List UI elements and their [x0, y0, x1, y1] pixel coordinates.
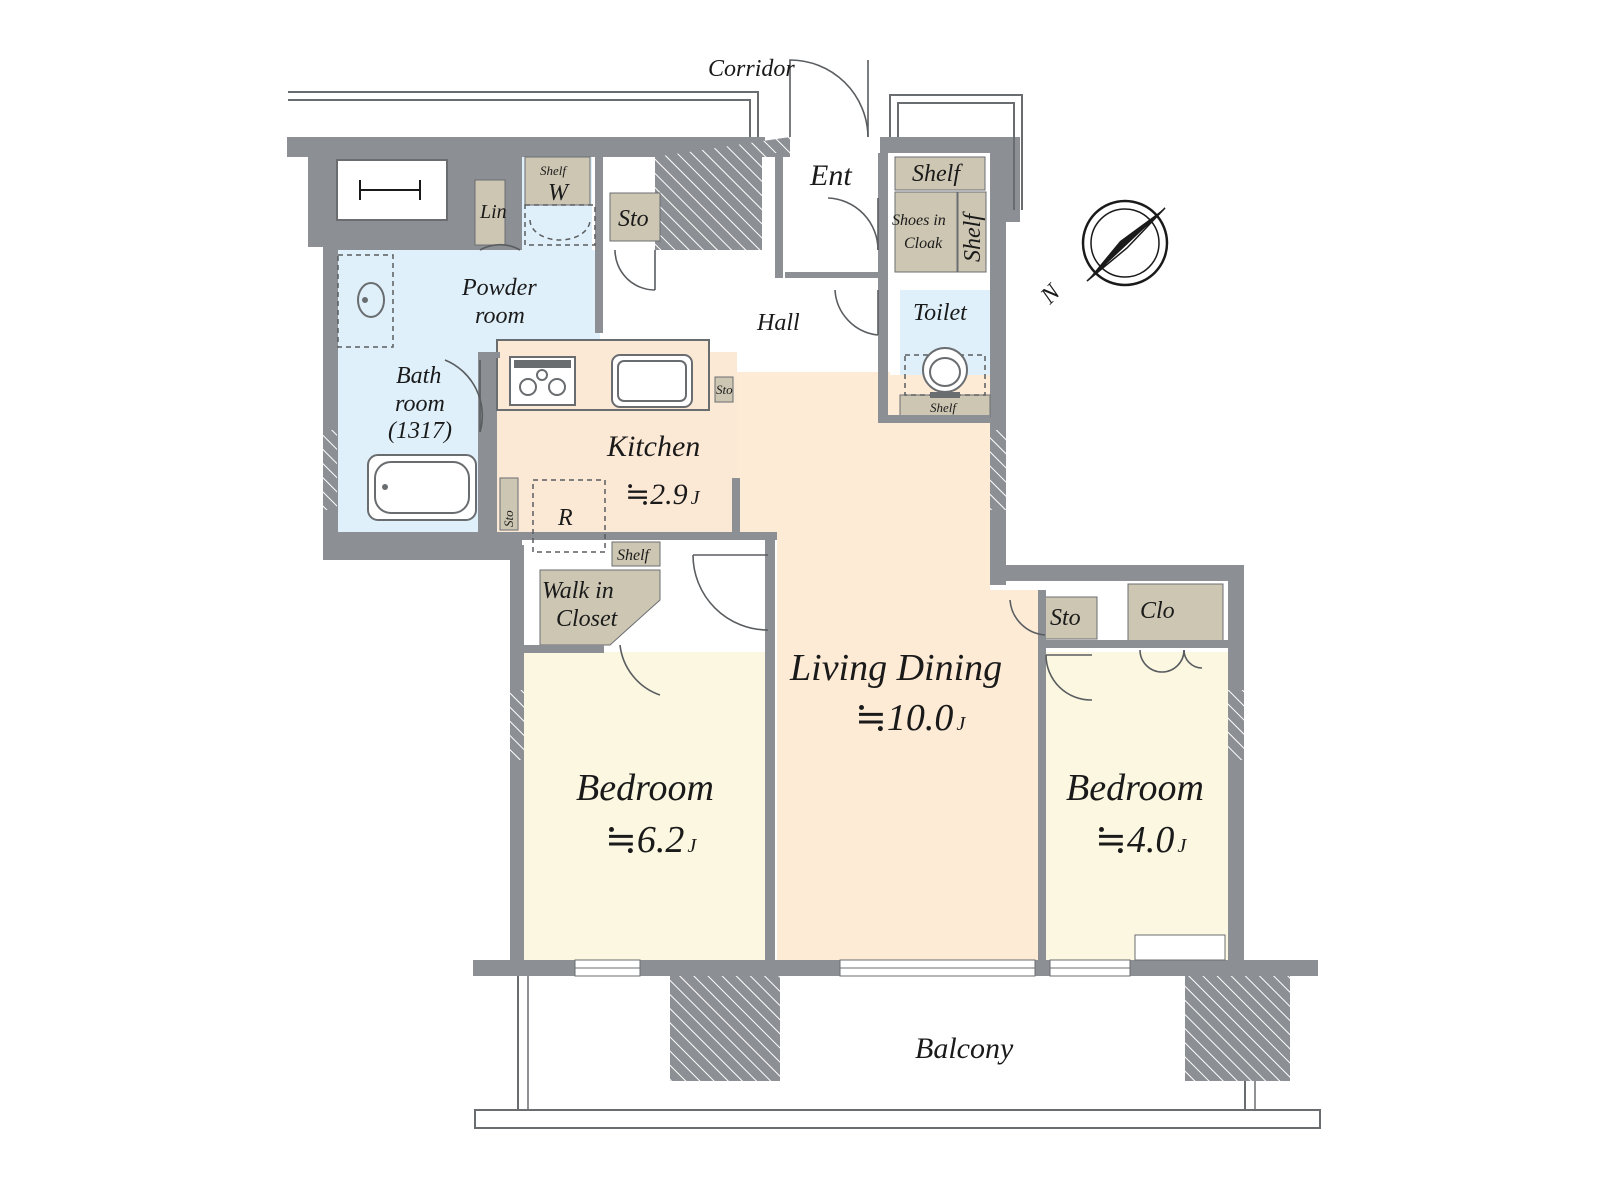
- inner-walls: [478, 153, 1228, 960]
- shelf-wic-storage: [611, 541, 661, 567]
- kitchen-name: Kitchen: [606, 430, 700, 463]
- sink-icon: [611, 354, 693, 408]
- bedroom1-floor: [524, 652, 774, 960]
- structural-columns: [323, 137, 1290, 1081]
- compass-icon: [1081, 199, 1169, 287]
- clo-label: Clo: [1140, 598, 1175, 624]
- lin-label: Lin: [479, 201, 507, 223]
- living-floor: [737, 372, 1040, 960]
- sto-top-label: Sto: [618, 206, 649, 232]
- bedroom2-area-value: ≒4.0: [1095, 819, 1174, 861]
- sto-kitchen-storage: [499, 477, 519, 531]
- toilet-label: Toilet: [913, 300, 968, 326]
- bath-label-2: room: [395, 391, 445, 417]
- window-rail-icon: [336, 159, 448, 221]
- shelf-w-storage: [524, 156, 591, 206]
- living-area-unit: J: [956, 713, 966, 735]
- powder-room-label-2: room: [475, 303, 525, 329]
- clo-storage: [1127, 583, 1224, 642]
- shelf-vertical-storage: [957, 191, 987, 273]
- washer-label: W: [548, 180, 570, 206]
- toilet-icon: [922, 347, 968, 398]
- north-label: N: [1035, 278, 1067, 310]
- bedroom2-area-unit: J: [1177, 835, 1187, 857]
- doors: [444, 59, 1203, 701]
- corridor-label: Corridor: [708, 56, 795, 82]
- powder-room-floor: [338, 250, 600, 352]
- shelf-ent-storage: [894, 156, 986, 191]
- bedroom1-name: Bedroom: [576, 767, 714, 809]
- shelf-wic-label: Shelf: [617, 547, 652, 564]
- sto-top-storage: [609, 192, 661, 242]
- washbasin-icon: [357, 282, 385, 318]
- sto-bed2-storage: [1044, 596, 1098, 640]
- fixture-outlines: [337, 204, 986, 553]
- lin-storage: [474, 179, 506, 246]
- bedroom1-area-unit: J: [687, 835, 697, 857]
- kitchen-area-value: ≒2.9: [625, 478, 688, 511]
- bath-label-1: Bath: [396, 363, 441, 389]
- shelf-toilet-label: Shelf: [930, 400, 958, 415]
- stove-icon: [509, 356, 576, 406]
- kitchen-area-unit: J: [691, 487, 701, 509]
- sto-kitchen-label: Sto: [501, 510, 516, 527]
- sto-small-label: Sto: [716, 382, 733, 397]
- shoes-cloak-label-2: Cloak: [904, 235, 943, 252]
- powder-room-label-1: Powder: [461, 275, 537, 301]
- washer-icon: [529, 219, 591, 241]
- corridor-railing: [288, 91, 1023, 210]
- shelf-ent-label: Shelf: [912, 161, 963, 187]
- bedroom2-name: Bedroom: [1066, 767, 1204, 809]
- bathtub-icon: [367, 454, 477, 521]
- hall-label: Hall: [756, 310, 800, 336]
- walk-in-label-1: Walk in: [542, 578, 614, 604]
- shoes-cloak-storage: [894, 191, 958, 273]
- walk-in-label-2: Closet: [556, 606, 619, 632]
- sto-bed2-label: Sto: [1050, 605, 1081, 631]
- balcony: [474, 976, 1321, 1129]
- living-area-value: ≒10.0: [855, 697, 953, 739]
- windows: [574, 934, 1226, 977]
- walk-in-closet-storage: [539, 569, 661, 646]
- entrance-label: Ent: [809, 159, 852, 192]
- labels: Corridor Ent Shelf Shoes in Cloak Shelf …: [388, 56, 1204, 1065]
- bedroom1-area-value: ≒6.2: [605, 819, 684, 861]
- bath-label-3: (1317): [388, 418, 452, 444]
- living-name: Living Dining: [789, 647, 1002, 689]
- balcony-label: Balcony: [915, 1032, 1014, 1065]
- bedroom2-floor: [1046, 652, 1228, 960]
- shelf-vertical-label: Shelf: [960, 211, 986, 262]
- refrigerator-label: R: [557, 505, 573, 531]
- shelf-w-label: Shelf: [540, 163, 568, 178]
- sto-small-storage: [714, 376, 734, 403]
- shoes-cloak-label-1: Shoes in: [892, 212, 946, 229]
